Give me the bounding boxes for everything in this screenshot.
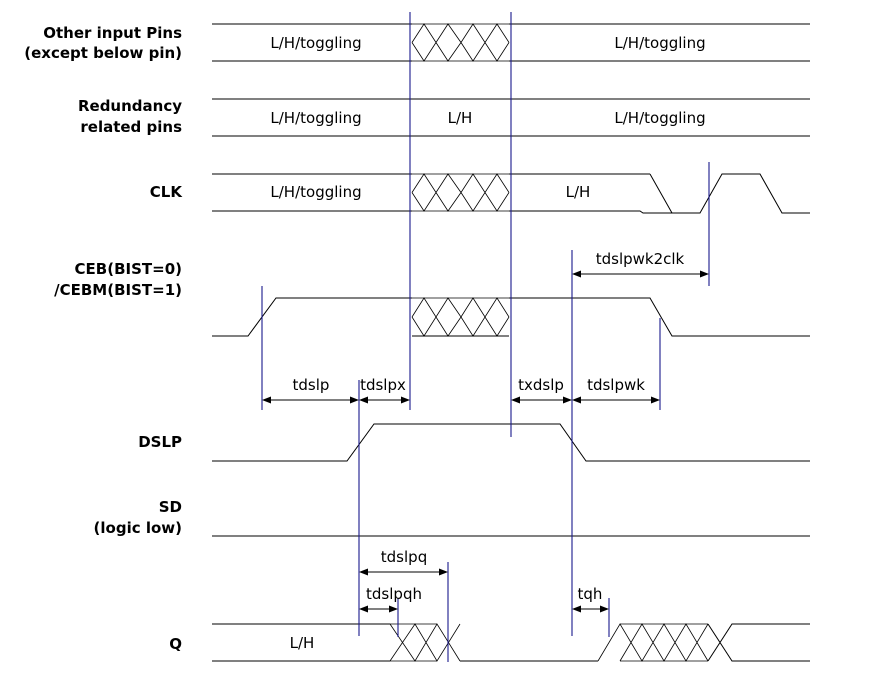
redundancy-state-3: L/H/toggling (614, 109, 705, 127)
label-txdslp: txdslp (518, 376, 564, 394)
dim-tdslpwk (572, 396, 660, 404)
clk-state-1: L/H/toggling (270, 183, 361, 201)
wave-dslp (212, 423, 810, 462)
signal-label-sd-line1: SD (159, 498, 182, 516)
signal-label-ceb-line2: /CEBM(BIST=1) (54, 281, 182, 299)
q-transition-hatch-2 (597, 623, 721, 662)
dim-tdslpwk2clk (572, 270, 709, 278)
reference-markers (261, 12, 710, 662)
label-tdslpwk: tdslpwk (587, 376, 645, 394)
dim-tqh (572, 605, 609, 613)
unknown-state-hatch (411, 23, 510, 62)
redundancy-state-1: L/H/toggling (270, 109, 361, 127)
label-tdslpwk2clk: tdslpwk2clk (596, 250, 685, 268)
unknown-state-hatch (411, 173, 510, 212)
q-state-1: L/H (290, 634, 315, 652)
signal-label-ceb-line1: CEB(BIST=0) (75, 260, 182, 278)
signal-label-other-inputs-line1: Other input Pins (43, 24, 182, 42)
wave-other-inputs (212, 23, 810, 62)
label-tqh: tqh (578, 585, 603, 603)
dim-tdslpq (359, 568, 448, 576)
label-tdslpx: tdslpx (360, 376, 406, 394)
signal-label-other-inputs-line2: (except below pin) (24, 44, 182, 62)
unknown-state-hatch (411, 297, 510, 337)
label-tdslp: tdslp (293, 376, 330, 394)
dim-tdslpqh (359, 605, 398, 613)
redundancy-state-2: L/H (448, 109, 473, 127)
q-transition-hatch-1 (389, 623, 461, 662)
other-inputs-state-2: L/H/toggling (614, 34, 705, 52)
dim-tdslpx (359, 396, 410, 404)
clk-state-2: L/H (566, 183, 591, 201)
signal-label-sd-line2: (logic low) (94, 519, 182, 537)
label-tdslpq: tdslpq (381, 548, 427, 566)
signal-label-redundancy-line2: related pins (80, 118, 182, 136)
signal-label-dslp: DSLP (138, 433, 182, 451)
label-tdslpqh: tdslpqh (366, 585, 422, 603)
wave-clk (212, 173, 810, 214)
signal-label-q: Q (169, 635, 182, 653)
wave-q (212, 623, 810, 662)
signal-label-redundancy-line1: Redundancy (78, 97, 182, 115)
other-inputs-state-1: L/H/toggling (270, 34, 361, 52)
signal-label-clk: CLK (150, 183, 184, 201)
dim-tdslp (262, 396, 359, 404)
dim-txdslp (511, 396, 572, 404)
